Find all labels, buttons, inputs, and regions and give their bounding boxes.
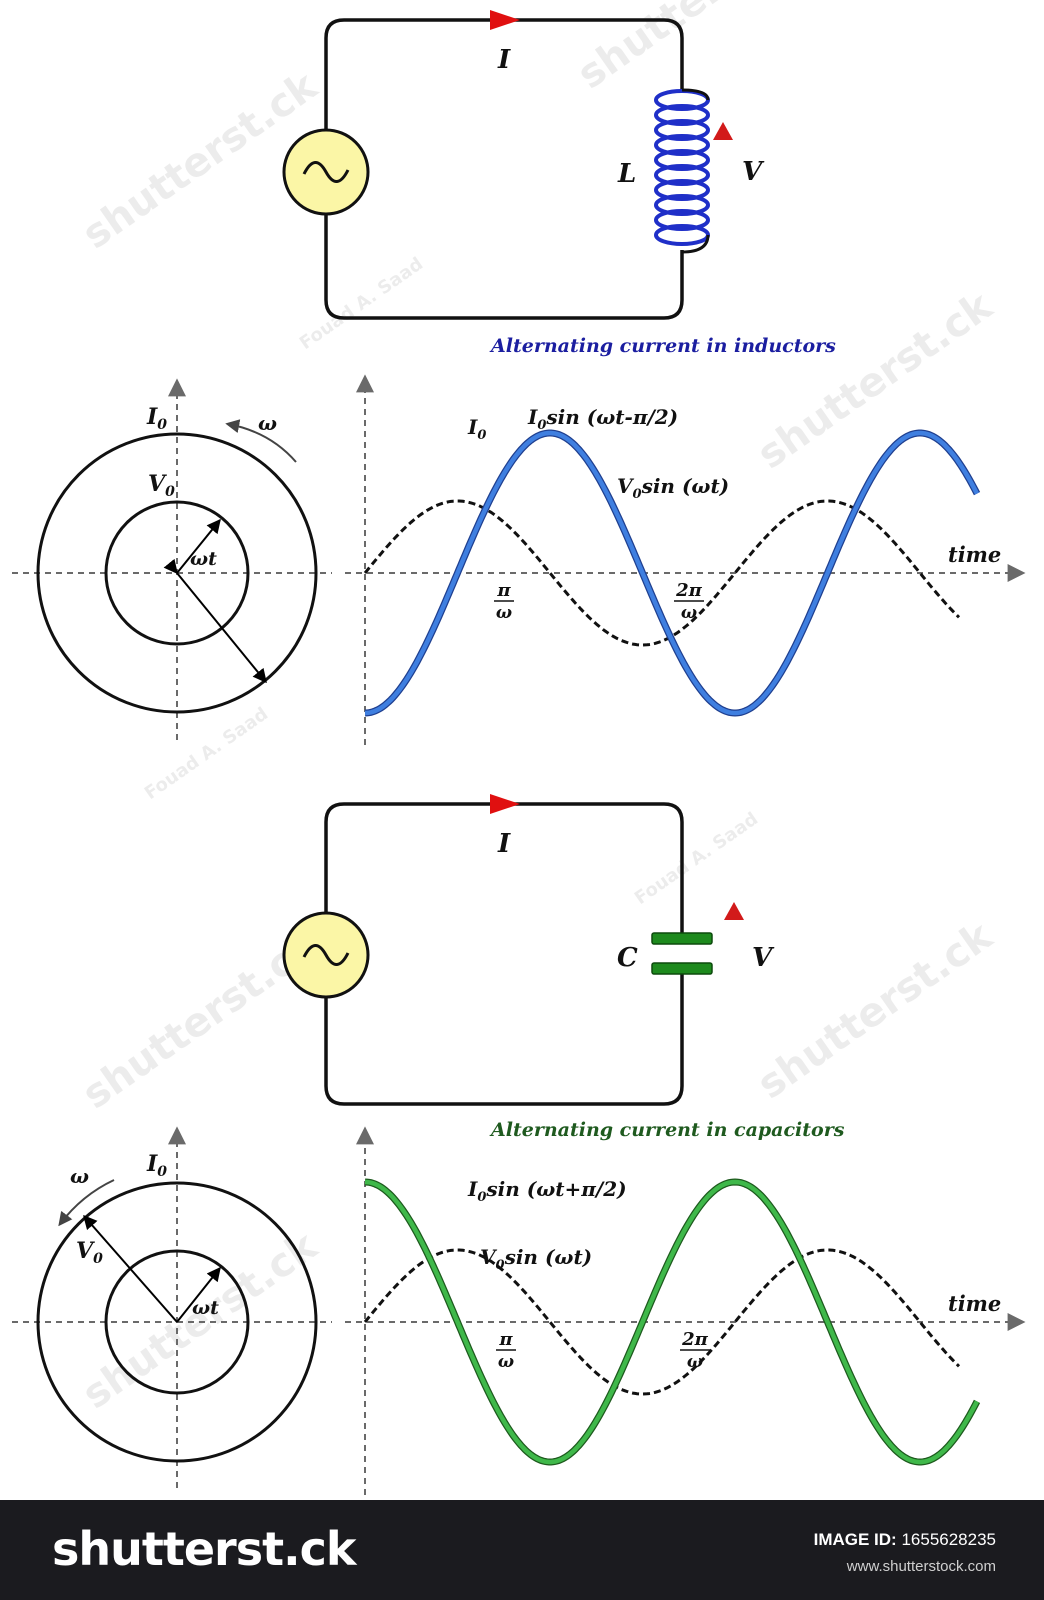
voltage-arrow — [724, 902, 744, 1004]
outer-radius-label: I0 — [146, 404, 167, 433]
inductor-waveform-graph: I0 I0sin (ωt-π/2) V0sin (ωt) time π ω 2π… — [345, 374, 1026, 745]
current-wave — [364, 430, 979, 716]
tick-2pi-over-omega: 2π ω — [680, 1329, 710, 1372]
svg-text:π: π — [498, 1329, 513, 1350]
current-label: I — [497, 829, 511, 859]
current-equation: I0sin (ωt-π/2) — [527, 405, 678, 433]
coil-loop — [654, 104, 710, 126]
coil-lead — [681, 88, 710, 254]
outer-radius-label: I0 — [146, 1151, 167, 1180]
current-phasor-arrow — [163, 558, 267, 684]
rotation-arrow — [58, 1179, 115, 1227]
stock-logo: shutterst.ck — [52, 1522, 356, 1576]
voltage-equation: V0sin (ωt) — [617, 474, 729, 502]
ac-source — [282, 911, 370, 999]
tick-pi-over-omega: π ω — [494, 580, 514, 623]
coil-loop — [654, 119, 710, 141]
voltage-wave — [363, 1248, 961, 1396]
angle-label: ωt — [190, 548, 217, 570]
voltage-phasor-arrow — [176, 1266, 221, 1323]
time-axis-label: time — [948, 1291, 1001, 1316]
svg-text:ω: ω — [687, 1352, 703, 1372]
capacitor-caption: Alternating current in capacitors — [489, 1119, 845, 1141]
image-id: IMAGE ID: 1655628235 — [813, 1530, 996, 1549]
watermark-author: Fouad A. Saad — [631, 808, 762, 909]
inductor-phasor-diagram: ω I0 V0 ωt — [12, 378, 332, 740]
svg-text:2π: 2π — [675, 580, 703, 601]
inductor-caption: Alternating current in inductors — [489, 335, 836, 357]
inductor-label: L — [617, 159, 636, 189]
watermark-brand: shutterst.ck — [749, 912, 1001, 1108]
coil-loop — [654, 149, 710, 171]
current-equation: I0sin (ωt+π/2) — [467, 1177, 627, 1205]
watermark-author: Fouad A. Saad — [141, 703, 272, 804]
outer-circle — [36, 1181, 318, 1463]
current-direction-arrow — [490, 794, 520, 814]
current-label: I — [497, 45, 511, 75]
peak-current-label: I0 — [467, 415, 486, 443]
angle-label: ωt — [192, 1297, 219, 1319]
coil-loop — [654, 179, 710, 201]
tick-2pi-over-omega: 2π ω — [674, 580, 704, 623]
inductor-circuit: I L V Alternating current in inductors — [282, 10, 836, 357]
capacitor-plates — [651, 932, 713, 975]
current-wave — [364, 1179, 979, 1465]
rotation-arrow — [225, 419, 297, 463]
svg-text:2π: 2π — [681, 1329, 709, 1350]
capacitor-circuit: I C V Alternating current in capacitors — [282, 794, 845, 1141]
watermark-brand: shutterst.ck — [569, 0, 821, 98]
voltage-label: V — [752, 943, 775, 973]
voltage-label: V — [742, 157, 765, 187]
svg-text:ω: ω — [681, 603, 697, 623]
stock-footer: shutterst.ck IMAGE ID: 1655628235 www.sh… — [0, 1500, 1044, 1600]
omega-label: ω — [70, 1164, 89, 1188]
voltage-wave — [363, 499, 961, 647]
time-axis-label: time — [948, 542, 1001, 567]
watermark-author: Fouad A. Saad — [296, 253, 427, 354]
outer-circle — [36, 432, 318, 714]
stock-site-url: www.shutterstock.com — [846, 1558, 996, 1575]
voltage-radius-label: V0 — [76, 1238, 103, 1267]
coil-loop — [654, 194, 710, 216]
current-phasor-arrow — [83, 1214, 178, 1323]
svg-text:ω: ω — [496, 603, 512, 623]
ac-source — [282, 128, 370, 216]
coil-loop — [654, 134, 710, 156]
inner-radius-label: V0 — [148, 471, 175, 500]
tick-pi-over-omega: π ω — [496, 1329, 516, 1372]
omega-label: ω — [258, 411, 277, 435]
current-direction-arrow — [490, 10, 520, 30]
inductor-coil — [654, 88, 710, 254]
voltage-arrow — [713, 122, 733, 222]
coil-loop — [654, 209, 710, 231]
inner-circle — [104, 1249, 250, 1395]
voltage-equation: V0sin (ωt) — [480, 1245, 592, 1273]
capacitor-label: C — [617, 943, 638, 973]
capacitor-phasor-diagram: ω I0 V0 ωt — [12, 1126, 332, 1488]
watermark-layer: shutterst.ck shutterst.ck shutterst.ck s… — [74, 0, 1001, 1418]
capacitor-waveform-graph: I0sin (ωt+π/2) V0sin (ωt) time π ω 2π ω — [345, 1126, 1026, 1495]
svg-text:ω: ω — [498, 1352, 514, 1372]
coil-loop — [654, 164, 710, 186]
watermark-brand: shutterst.ck — [749, 282, 1001, 478]
svg-text:π: π — [496, 580, 511, 601]
